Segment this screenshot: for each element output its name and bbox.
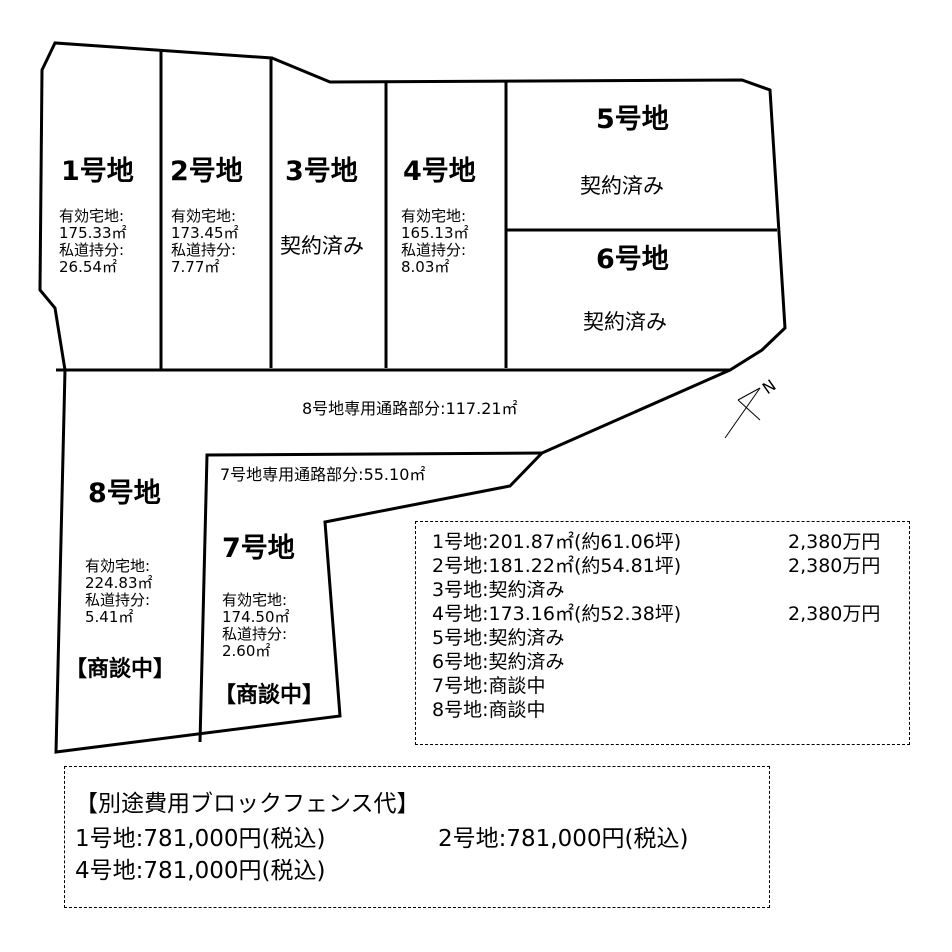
lot2-area: 有効宅地: 173.45㎡ 私道持分: 7.77㎡ (171, 207, 239, 276)
lot8-area: 有効宅地: 224.83㎡ 私道持分: 5.41㎡ (85, 557, 153, 626)
fence-cost-lot1: 1号地:781,000円(税込) (75, 826, 326, 852)
summary-row-text: 5号地:契約済み (432, 627, 565, 649)
road8-label: 8号地専用通路部分:117.21㎡ (302, 399, 518, 418)
summary-row-text: 2号地:181.22㎡(約54.81坪) (432, 555, 682, 577)
summary-row-price: 2,380万円 (788, 603, 881, 625)
road7-label: 7号地専用通路部分:55.10㎡ (220, 465, 426, 484)
lot7-area: 有効宅地: 174.50㎡ 私道持分: 2.60㎡ (222, 591, 290, 660)
lot5-label: 5号地 (596, 104, 669, 135)
lot1-label: 1号地 (61, 156, 134, 187)
lot2-label: 2号地 (170, 156, 243, 187)
fence-cost-title: 【別途費用ブロックフェンス代】 (75, 791, 420, 817)
site-boundary (38, 41, 787, 754)
fence-cost-lot2: 2号地:781,000円(税込) (438, 826, 689, 852)
lot1-area: 有効宅地: 175.33㎡ 私道持分: 26.54㎡ (59, 207, 127, 276)
summary-row-text: 3号地:契約済み (432, 579, 565, 601)
lot4-area: 有効宅地: 165.13㎡ 私道持分: 8.03㎡ (401, 207, 469, 276)
fence-cost-lot4: 4号地:781,000円(税込) (75, 858, 326, 884)
lot7-label: 7号地 (222, 533, 295, 564)
summary-row-price: 2,380万円 (788, 555, 881, 577)
summary-row-text: 4号地:173.16㎡(約52.38坪) (432, 603, 682, 625)
summary-row-text: 6号地:契約済み (432, 651, 565, 673)
summary-row-price: 2,380万円 (788, 531, 881, 553)
lot8-label: 8号地 (88, 478, 161, 509)
lot8-status: 【商談中】 (65, 657, 176, 682)
summary-row-text: 1号地:201.87㎡(約61.06坪) (432, 531, 682, 553)
lot6-label: 6号地 (596, 244, 669, 275)
lot6-status: 契約済み (583, 310, 667, 334)
compass (724, 387, 761, 439)
compass-label: N (759, 376, 780, 398)
fence-cost-box (64, 766, 770, 908)
lot3-label: 3号地 (285, 156, 358, 187)
lot5-status: 契約済み (580, 174, 664, 198)
summary-row-text: 8号地:商談中 (432, 699, 546, 721)
price-summary-box (415, 521, 910, 745)
summary-row-text: 7号地:商談中 (432, 675, 546, 697)
lot3-status: 契約済み (280, 234, 364, 258)
lot7-status: 【商談中】 (214, 683, 325, 708)
lot7-boundary (198, 451, 543, 743)
lot4-label: 4号地 (403, 156, 476, 187)
